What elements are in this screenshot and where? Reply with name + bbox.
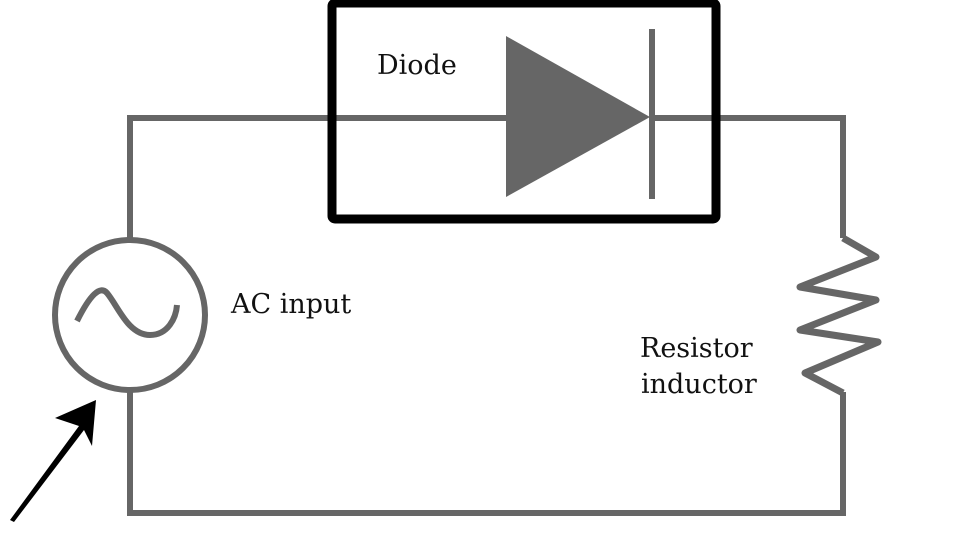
diode-highlight-box xyxy=(327,0,721,224)
ac-source-symbol xyxy=(52,237,208,393)
diode-symbol xyxy=(506,29,655,199)
resistor-label-line1: Resistor xyxy=(640,333,753,364)
wire-top-left xyxy=(127,115,508,240)
pointer-arrow-icon xyxy=(10,400,96,522)
resistor-zigzag xyxy=(796,234,882,397)
wire-bottom xyxy=(127,392,846,516)
diode-label: Diode xyxy=(377,50,457,81)
ac-input-label: AC input xyxy=(230,289,351,320)
sine-wave-icon xyxy=(74,287,180,339)
diode-triangle xyxy=(506,36,650,197)
resistor-label-line2: inductor xyxy=(641,369,757,400)
ac-source-circle xyxy=(52,237,208,393)
